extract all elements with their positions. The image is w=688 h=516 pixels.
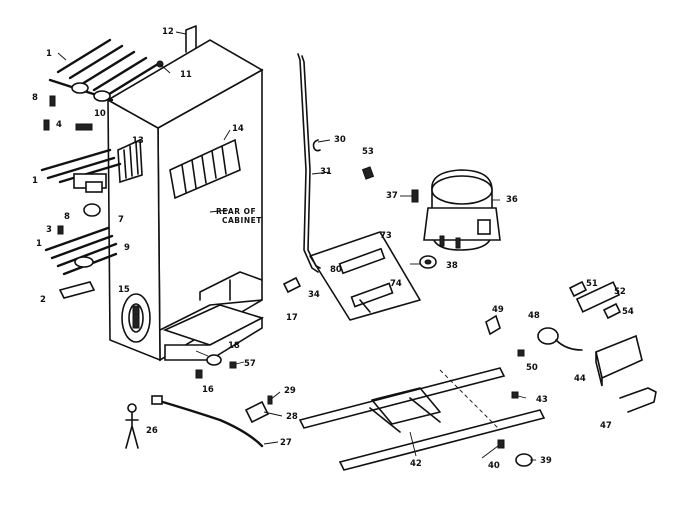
tube-clip <box>282 276 302 294</box>
label-8a: 8 <box>32 93 38 103</box>
label-1c: 1 <box>36 239 42 249</box>
label-74: 74 <box>390 279 402 289</box>
label-50: 50 <box>526 363 538 373</box>
label-47: 47 <box>600 421 612 431</box>
lower-shelf-rack <box>44 226 118 299</box>
label-16: 16 <box>202 385 214 395</box>
label-48: 48 <box>528 311 540 321</box>
label-57: 57 <box>244 359 256 369</box>
label-17: 17 <box>286 313 298 323</box>
label-44: 44 <box>574 374 586 384</box>
label-29: 29 <box>284 386 296 396</box>
label-52: 52 <box>614 287 626 297</box>
label-9: 9 <box>124 243 130 253</box>
part-labels: 1 1 1 2 3 4 7 8 8 9 10 11 12 13 14 15 16… <box>32 27 634 471</box>
label-31: 31 <box>320 167 332 177</box>
label-7: 7 <box>118 215 124 225</box>
label-36: 36 <box>506 195 518 205</box>
label-4: 4 <box>56 120 62 130</box>
label-8b: 8 <box>64 212 70 222</box>
label-53: 53 <box>362 147 374 157</box>
label-1a: 1 <box>46 49 52 59</box>
label-54: 54 <box>622 307 634 317</box>
label-80: 80 <box>330 265 342 275</box>
cabinet-note-line2: CABINET <box>222 216 262 225</box>
relay-parts <box>485 280 657 413</box>
rear-vent-louver <box>169 138 241 200</box>
screw-53 <box>361 166 375 180</box>
hinge-bracket <box>185 25 197 53</box>
label-18: 18 <box>228 341 240 351</box>
label-12: 12 <box>162 27 174 37</box>
label-34: 34 <box>308 290 320 300</box>
label-49: 49 <box>492 305 504 315</box>
label-38: 38 <box>446 261 458 271</box>
label-3: 3 <box>46 225 52 235</box>
compressor <box>411 169 501 269</box>
label-10: 10 <box>94 109 106 119</box>
label-2: 2 <box>40 295 46 305</box>
label-26: 26 <box>146 426 158 436</box>
base-rail-frame <box>298 367 546 471</box>
label-28: 28 <box>286 412 298 422</box>
label-39: 39 <box>540 456 552 466</box>
side-vent <box>117 138 143 184</box>
top-shelf-rack <box>48 38 164 102</box>
cabinet-note-line1: REAR OF <box>216 207 256 216</box>
label-15: 15 <box>118 285 130 295</box>
screws-left <box>43 95 101 235</box>
drain-fitting <box>121 293 151 343</box>
label-1b: 1 <box>32 176 38 186</box>
dryer-assembly <box>309 231 421 321</box>
middle-shelf-rack <box>40 148 122 193</box>
label-30: 30 <box>334 135 346 145</box>
label-13: 13 <box>132 136 144 146</box>
label-42: 42 <box>410 459 422 469</box>
label-40: 40 <box>488 461 500 471</box>
label-11: 11 <box>180 70 192 80</box>
power-cord <box>125 395 273 449</box>
hardware-lower <box>195 354 237 379</box>
leader-lines <box>57 31 536 461</box>
label-51: 51 <box>586 279 598 289</box>
label-37: 37 <box>386 191 398 201</box>
label-14: 14 <box>232 124 244 134</box>
label-73: 73 <box>380 231 392 241</box>
label-43: 43 <box>536 395 548 405</box>
label-27: 27 <box>280 438 292 448</box>
tubing-assembly <box>297 53 321 273</box>
